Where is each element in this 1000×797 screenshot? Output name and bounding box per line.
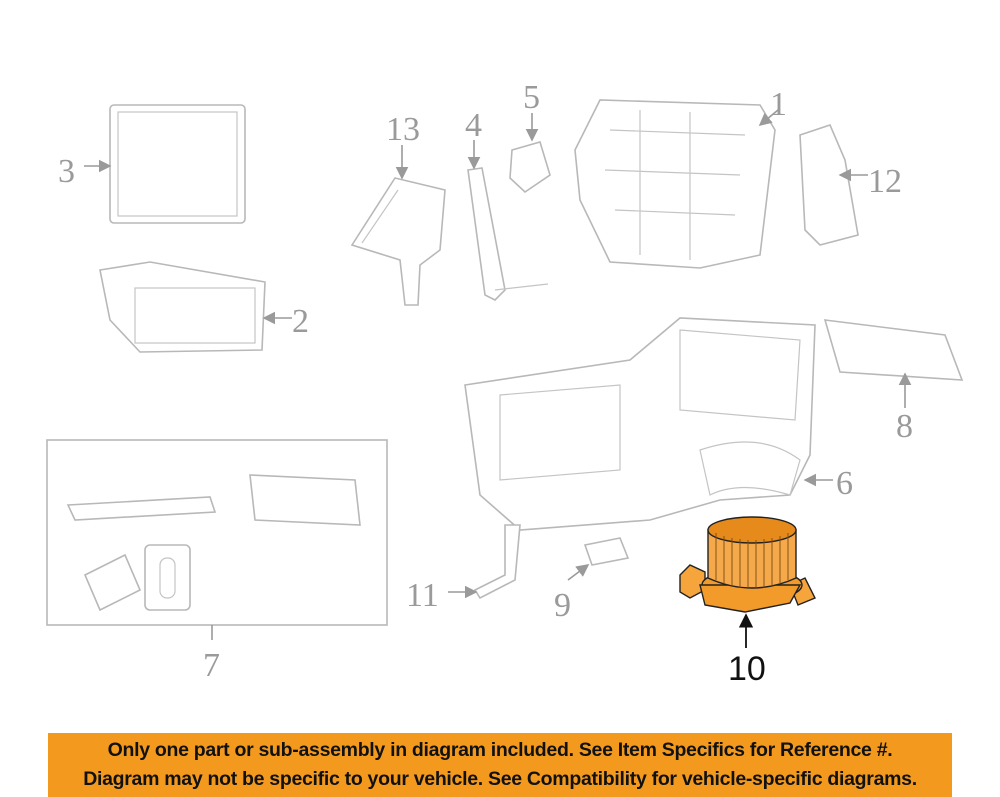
part-7-kit (46, 439, 388, 640)
callout-12: 12 (868, 163, 902, 200)
part-4-door (467, 167, 549, 301)
callout-9: 9 (554, 587, 571, 624)
part-6-lower-housing (464, 317, 816, 531)
part-11-drain-tube (473, 524, 521, 600)
callout-4: 4 (465, 107, 482, 144)
part-5-actuator (509, 141, 551, 194)
callout-11: 11 (406, 577, 439, 614)
callout-2: 2 (292, 303, 309, 340)
disclaimer-line-2: Diagram may not be specific to your vehi… (83, 768, 917, 790)
part-10-blower-motor (679, 516, 816, 613)
callout-13: 13 (386, 111, 420, 148)
disclaimer-line-1: Only one part or sub-assembly in diagram… (107, 739, 893, 761)
part-12-duct (799, 124, 859, 246)
part-1-hvac-housing (574, 99, 776, 269)
callout-6: 6 (836, 465, 853, 502)
part-8-seal (823, 319, 964, 381)
callout-7: 7 (203, 647, 220, 684)
part-3-evaporator (109, 104, 246, 224)
callout-1: 1 (770, 86, 787, 123)
part-9-resistor (583, 537, 630, 566)
part-2-heater-core (99, 261, 266, 353)
callout-8: 8 (896, 408, 913, 445)
callout-3: 3 (58, 153, 75, 190)
part-13-actuator-duct (350, 177, 446, 306)
callout-10: 10 (728, 650, 766, 688)
disclaimer-banner: Only one part or sub-assembly in diagram… (48, 733, 952, 797)
callout-5: 5 (523, 79, 540, 116)
